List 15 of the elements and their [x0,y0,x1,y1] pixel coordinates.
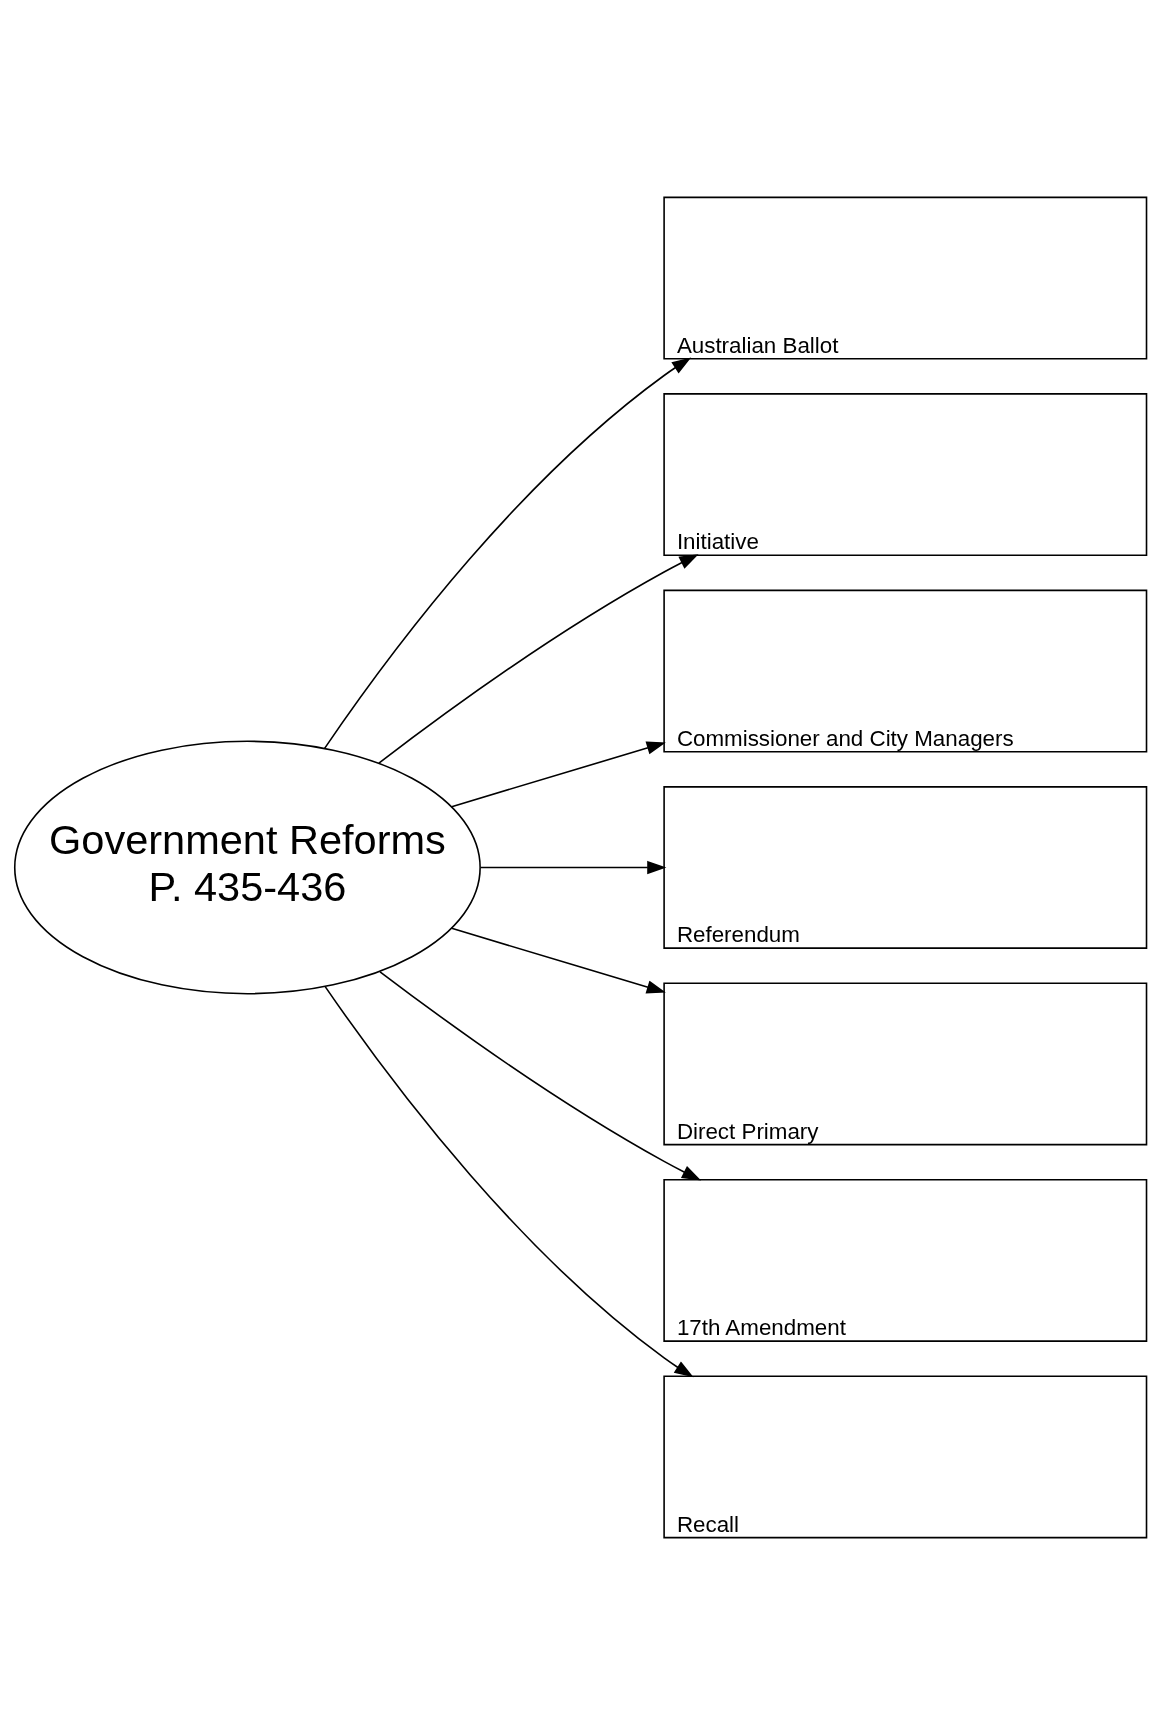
node-box: 17th Amendment [663,1179,1148,1342]
node-box: Australian Ballot [663,196,1148,360]
node-box: Commissioner and City Managers [663,589,1148,753]
node-box: Direct Primary [663,982,1148,1146]
node-box: Initiative [663,393,1148,556]
arrow [479,860,667,875]
arrow [450,927,666,994]
arrow [450,741,666,808]
arrow [324,985,694,1378]
arrow [323,357,692,750]
arrow [379,971,702,1181]
arrow [378,554,699,764]
node-box: Referendum [663,786,1148,949]
node-ellipse: Government Reforms P. 435-436 [13,740,481,995]
node-box: Recall [663,1375,1148,1539]
